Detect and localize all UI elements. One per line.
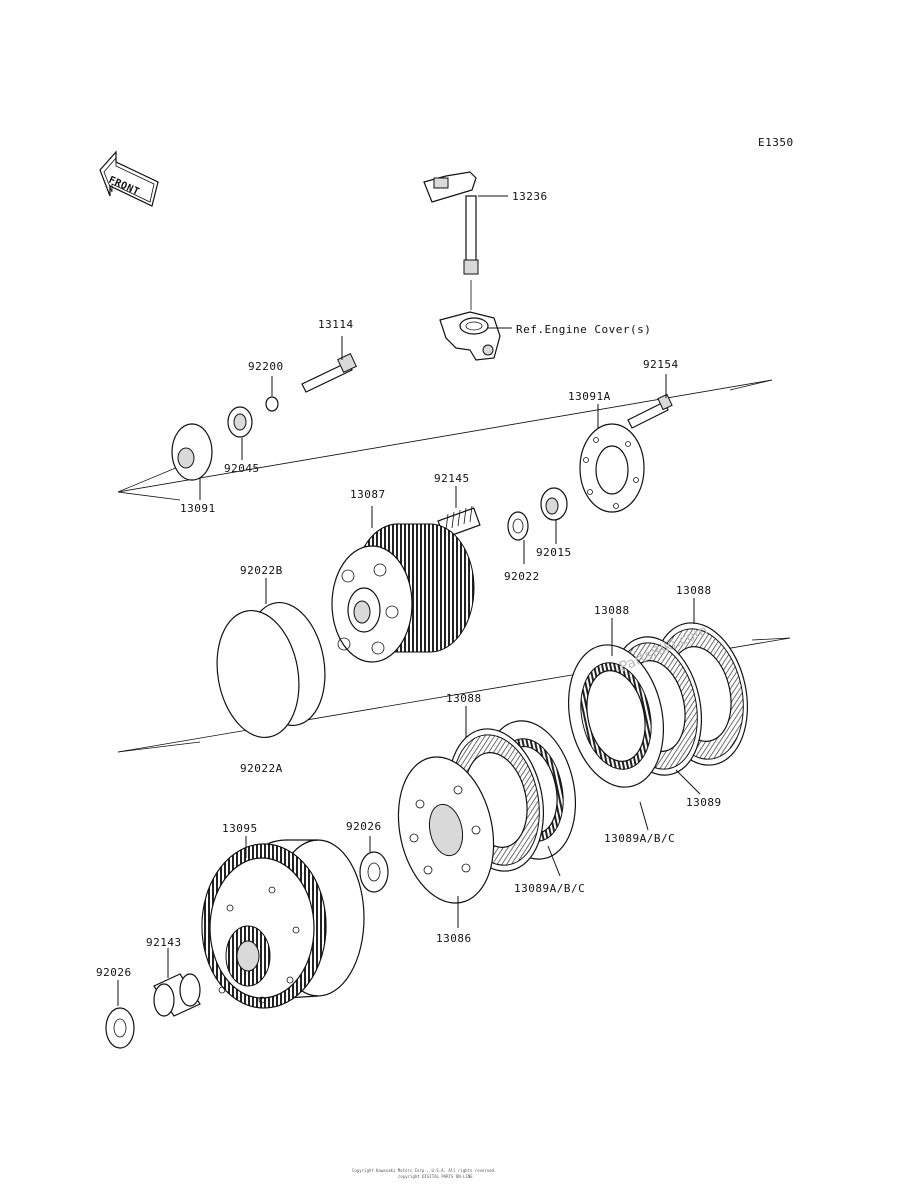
label-92015: 92015 [536,546,572,559]
part-92022A-ring [216,609,300,739]
part-92143-sleeve [153,973,201,1017]
label-13089ABC-a: 13089A/B/C [604,832,675,845]
diagram-code: E1350 [758,136,794,149]
part-92022-washer [507,511,529,541]
part-13087-clutch-hub [331,523,475,663]
part-92154-bolt [627,393,673,429]
label-92026-a: 92026 [346,820,382,833]
label-92200: 92200 [248,360,284,373]
part-13091A-plate [579,423,645,513]
label-13088-c: 13088 [676,584,712,597]
part-92045-bearing [227,406,253,438]
part-13086-pressure-plate [397,756,495,904]
front-arrow-icon: FRONT [99,150,159,207]
copyright-line-1: Copyright Kawasaki Motors Corp., U.S.A. … [352,1168,497,1173]
label-13087: 13087 [350,488,386,501]
label-13091A: 13091A [568,390,611,403]
part-13114-push-rod [301,353,357,393]
part-92015-nut [540,487,568,521]
label-92022: 92022 [504,570,540,583]
label-13088-b: 13088 [594,604,630,617]
part-92026-washer-upper [359,851,389,893]
label-ref-engine-cover: Ref.Engine Cover(s) [516,323,651,336]
copyright-line-2: copyright DIGITAL PARTS ON-LINE [398,1174,473,1179]
label-92026-b: 92026 [96,966,132,979]
label-92145: 92145 [434,472,470,485]
label-92143: 92143 [146,936,182,949]
label-92022A: 92022A [240,762,283,775]
label-13095: 13095 [222,822,258,835]
label-13086: 13086 [436,932,472,945]
part-13236-release-shaft [423,171,479,310]
part-92026-washer-lower [105,1007,135,1049]
label-92154: 92154 [643,358,679,371]
part-13091-plate [171,423,213,481]
part-92200-washer [265,396,279,412]
label-92045: 92045 [224,462,260,475]
label-92022B: 92022B [240,564,283,577]
label-13091: 13091 [180,502,216,515]
label-13089ABC-b: 13089A/B/C [514,882,585,895]
label-13114: 13114 [318,318,354,331]
engine-cover-fragment [439,311,501,361]
label-13236: 13236 [512,190,548,203]
part-13095-clutch-housing [201,839,365,1009]
label-13088-a: 13088 [446,692,482,705]
label-13089: 13089 [686,796,722,809]
